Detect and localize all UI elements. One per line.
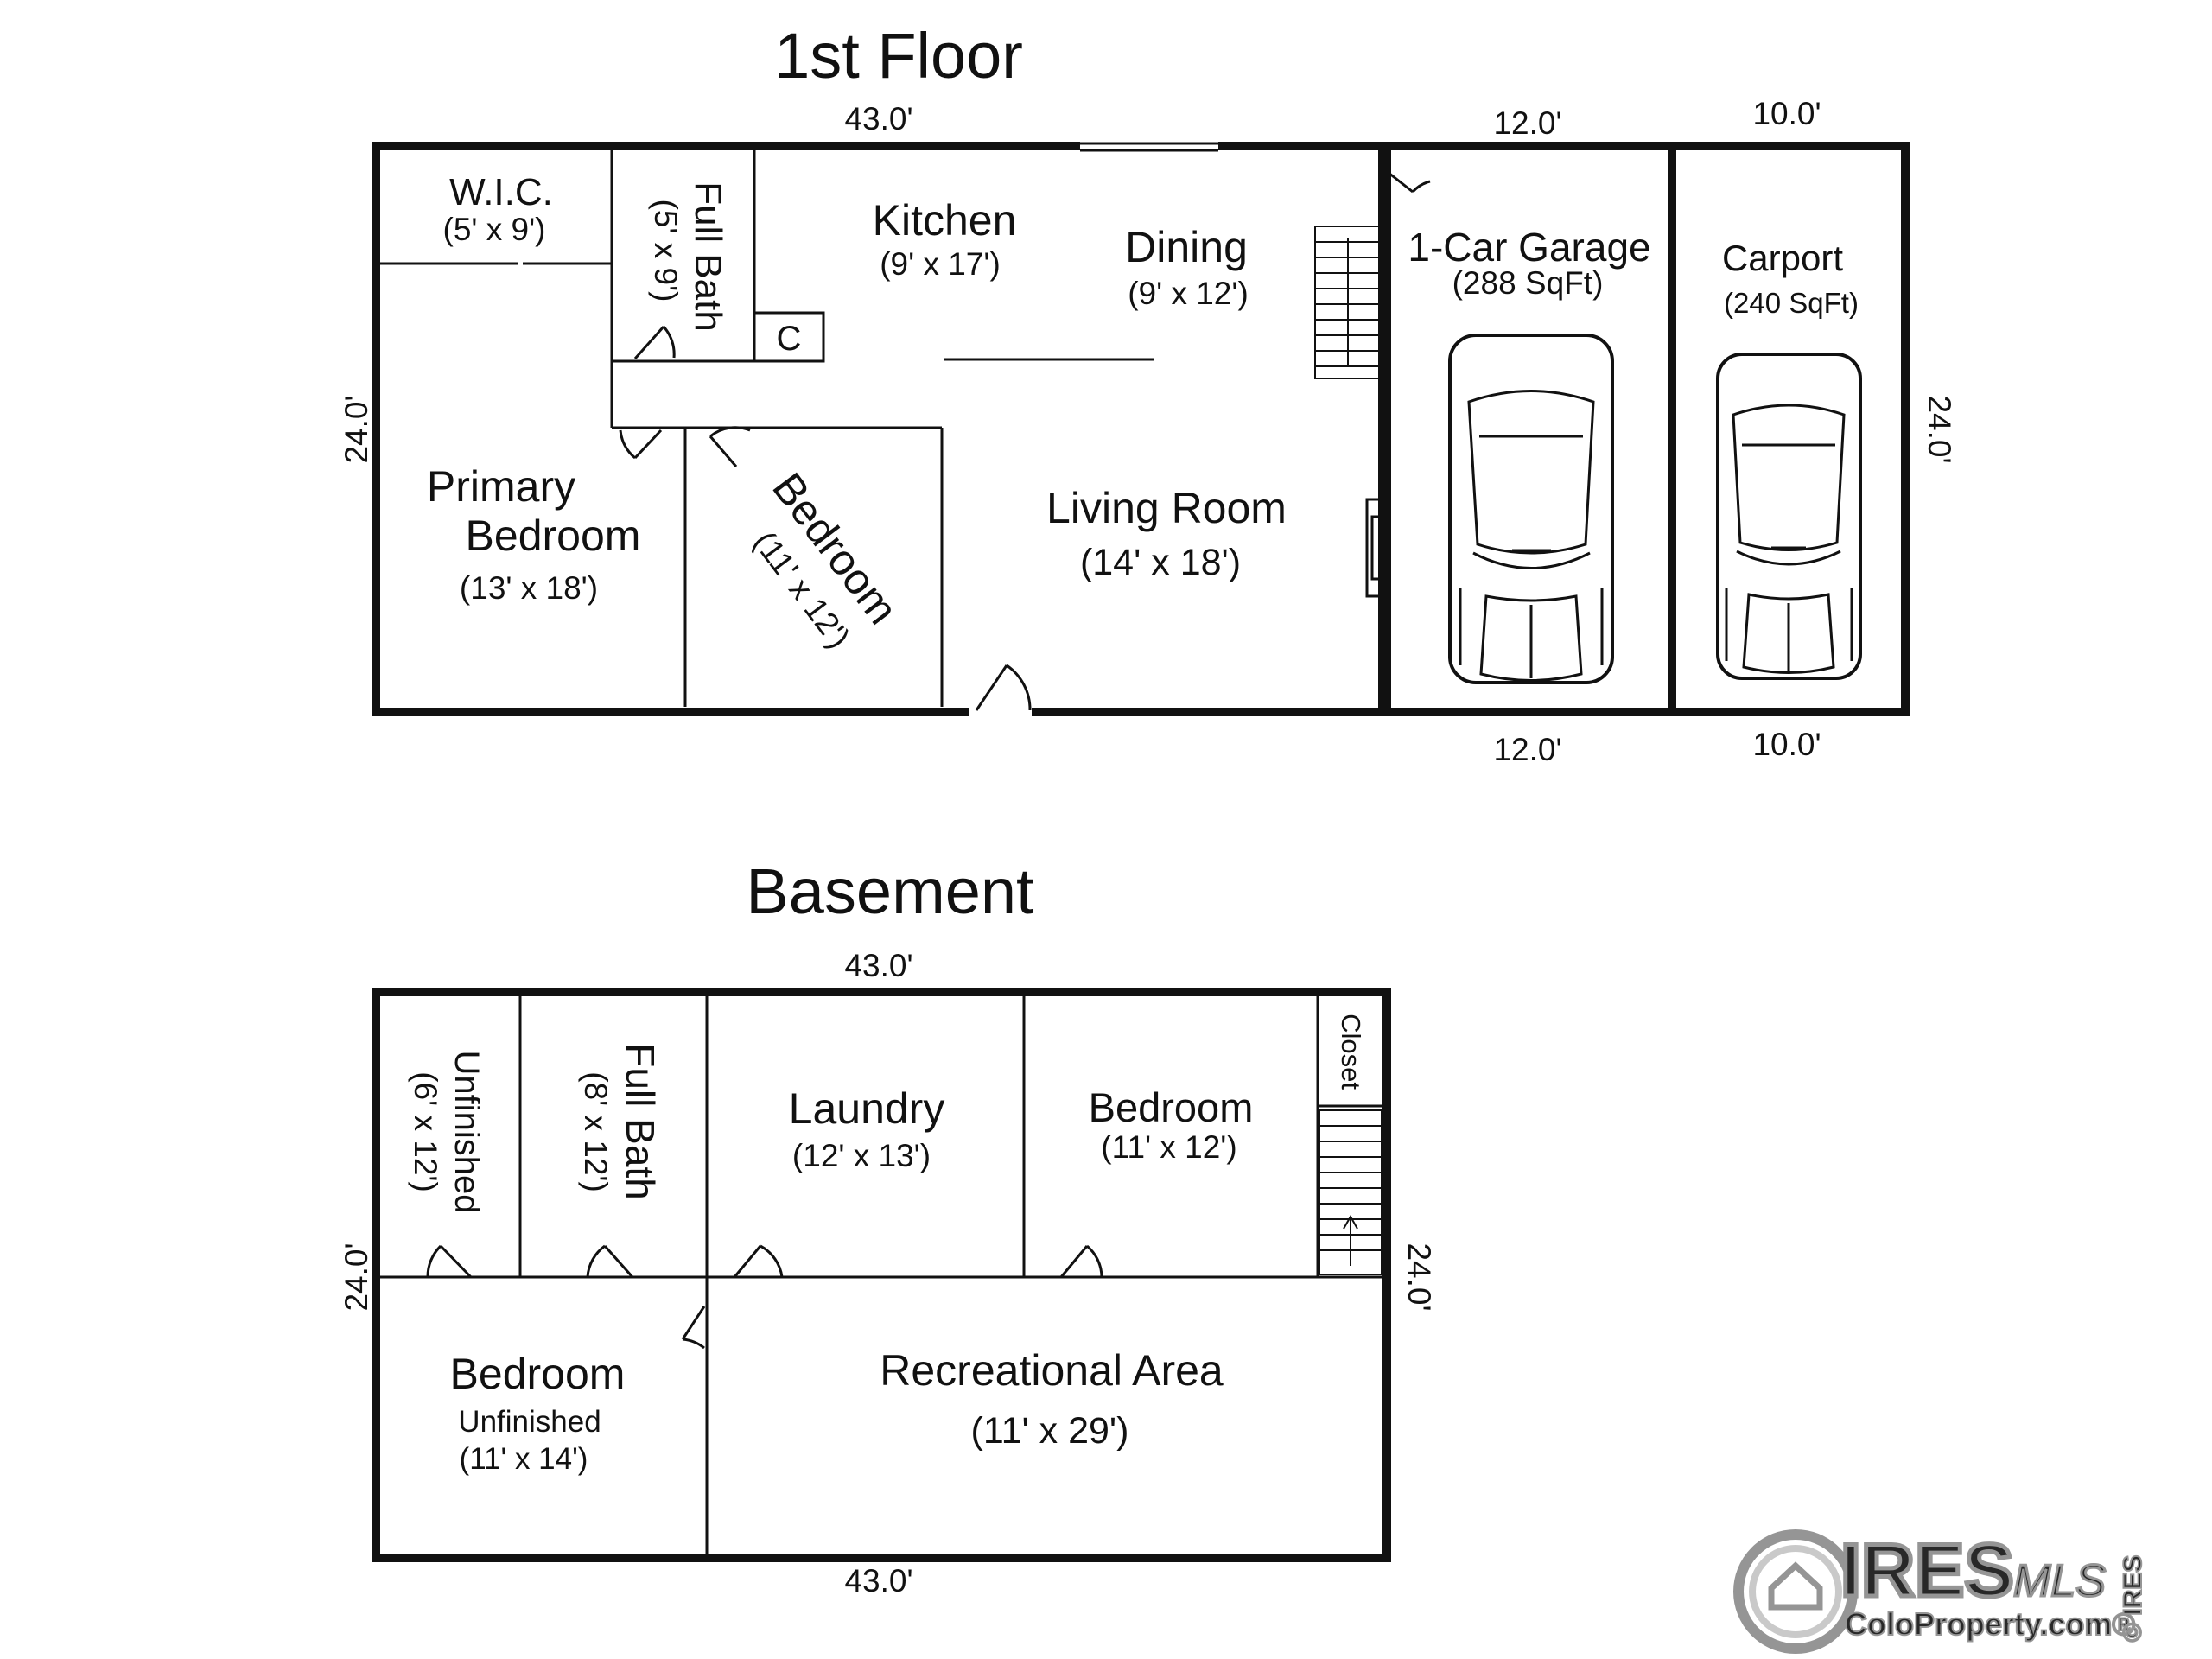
living-room-label: Living Room [1046,484,1287,532]
first-floor-plan: 1st Floor [339,20,1957,767]
basement-right-dimension: 24.0' [1402,1243,1437,1311]
first-floor-title: 1st Floor [774,20,1023,92]
ires-brand: IRES [1840,1529,2014,1612]
basement-bottom-dimension: 43.0' [844,1563,912,1599]
ires-site: ColoProperty.com® [1845,1606,2135,1642]
basement-bath-size: (8' x 12') [578,1071,613,1192]
basement-doors [426,1244,1103,1350]
ires-logo-ring [1733,1529,1858,1654]
basement-bedroom-size: (11' x 12') [1101,1129,1236,1165]
basement-bath-label: Full Bath [618,1043,663,1200]
dining-label: Dining [1125,223,1248,271]
first-floor-stairs [1314,226,1382,379]
front-door-gap [969,705,1032,719]
laundry-size: (12' x 13') [792,1138,931,1173]
dining-size: (9' x 12') [1128,276,1249,311]
fireplace-insert [1370,515,1382,581]
first-floor-bath-size: (5' x 9') [648,200,683,302]
first-floor-top-dimension: 43.0' [844,101,912,137]
carport-bottom-dimension: 10.0' [1752,727,1821,762]
top-window-gap [1080,140,1218,154]
first-floor-right-dimension: 24.0' [1922,395,1957,463]
garage-label: 1-Car Garage [1408,225,1650,270]
primary-bedroom-label-line2: Bedroom [466,512,641,560]
garage-top-dimension: 12.0' [1493,105,1561,141]
house-icon [1768,1561,1823,1611]
ires-watermark: IRES MLS ColoProperty.com® © IRES [1733,1528,2148,1654]
carport-car-icon [1716,353,1862,680]
basement-title: Basement [746,855,1034,927]
basement-left-dimension: 24.0' [339,1243,374,1311]
unfinished-room-label: Unfinished [448,1050,486,1213]
wic-label: W.I.C. [449,171,553,213]
laundry-label: Laundry [789,1084,945,1133]
first-floor-doors [619,171,1431,711]
ires-brand-script: MLS [2013,1556,2106,1606]
basement-closet-label: Closet [1336,1014,1366,1090]
kitchen-size: (9' x 17') [880,246,1001,282]
closet-c-label: C [777,320,802,358]
basement-top-dimension: 43.0' [844,948,912,983]
basement-plan: Basement [339,855,1437,1599]
carport-outer-wall [1668,142,1910,716]
living-room-size: (14' x 18') [1080,542,1241,583]
basement-outer-wall [372,988,1391,1562]
closet-c-box [753,311,825,363]
first-floor-bath-label: Full Bath [687,181,729,332]
unfinished-bedroom-size: (11' x 14') [460,1442,588,1476]
primary-bedroom-label-line1: Primary [427,462,575,511]
carport-label: Carport [1722,238,1843,278]
carport-top-dimension: 10.0' [1752,96,1821,131]
unfinished-room-size: (6' x 12') [408,1071,443,1192]
kitchen-label: Kitchen [873,196,1017,245]
garage-bottom-dimension: 12.0' [1493,732,1561,767]
ires-side-copyright: © IRES [2119,1555,2147,1642]
carport-size: (240 SqFt) [1724,287,1859,319]
rec-area-size: (11' x 29') [971,1410,1129,1452]
basement-bedroom-label: Bedroom [1089,1084,1254,1130]
primary-bedroom-size: (13' x 18') [460,570,598,606]
basement-stairs [1319,1109,1382,1275]
unfinished-bedroom-label: Bedroom [450,1350,626,1398]
garage-car-icon [1448,334,1614,684]
wic-size: (5' x 9') [443,212,546,247]
fireplace [1365,498,1384,598]
first-floor-left-dimension: 24.0' [339,395,374,463]
unfinished-bedroom-note: Unfinished [458,1405,601,1439]
rec-area-label: Recreational Area [880,1346,1224,1395]
garage-size: (288 SqFt) [1452,265,1604,301]
